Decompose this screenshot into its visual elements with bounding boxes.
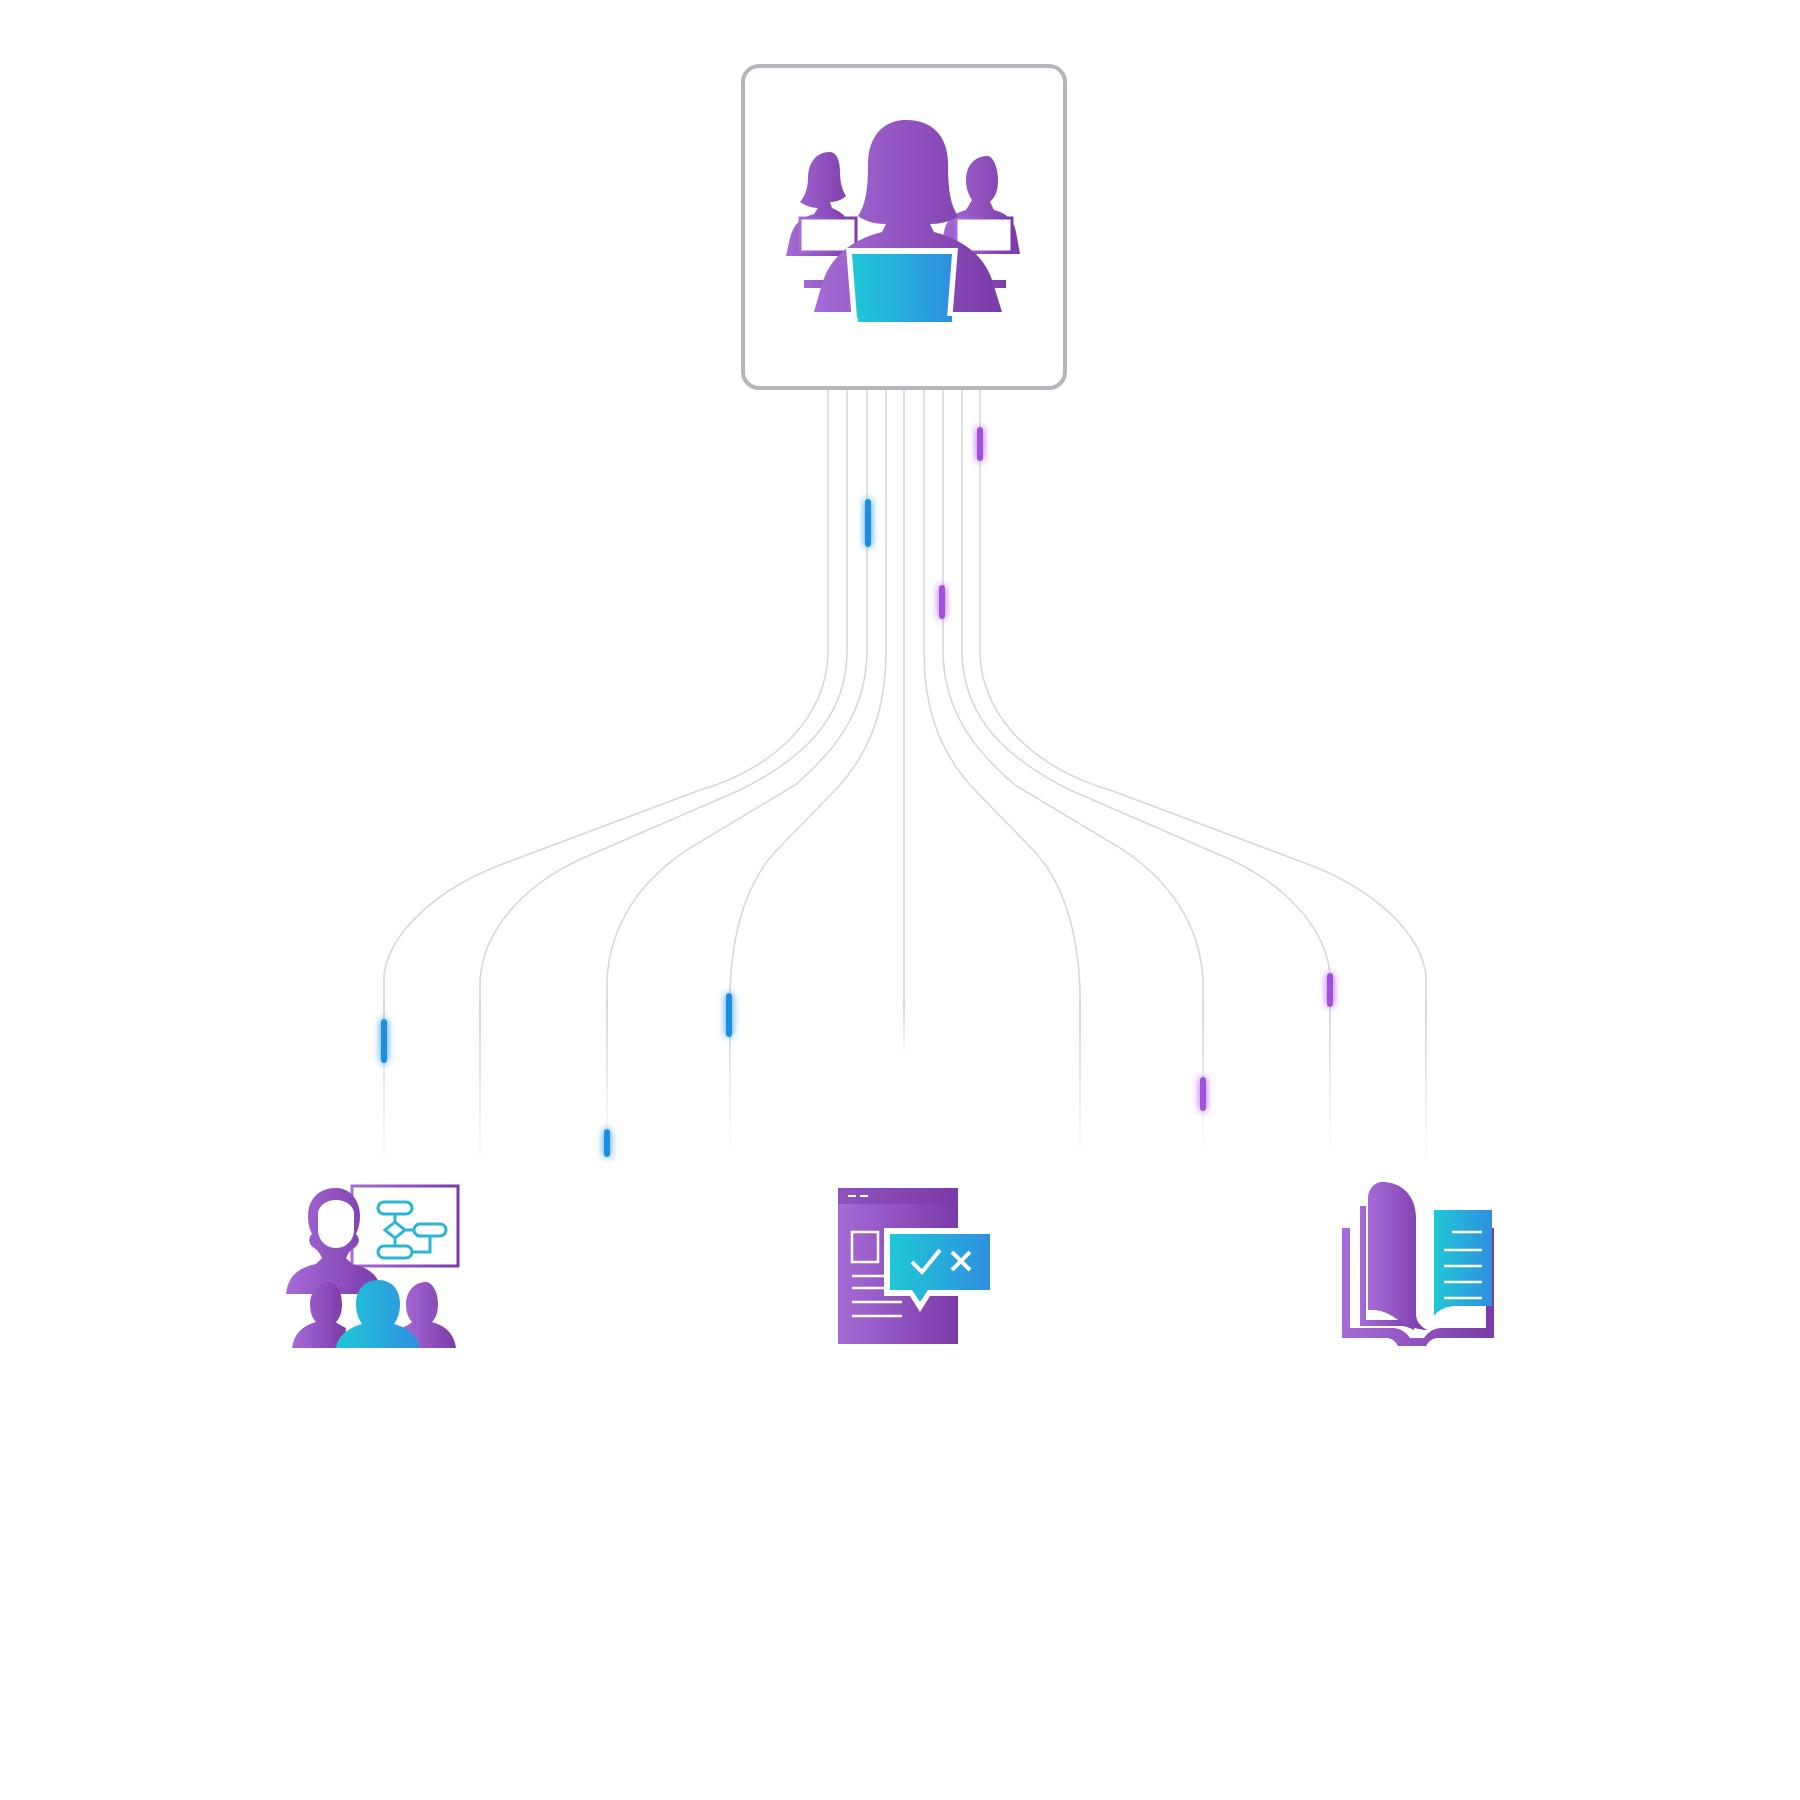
left-node xyxy=(286,1184,460,1348)
wire-3 xyxy=(606,390,868,1000)
wire-2 xyxy=(479,390,848,1000)
hub-node xyxy=(741,64,1067,390)
document-review-icon xyxy=(838,1188,996,1344)
wire-9 xyxy=(979,390,1427,1000)
right-node xyxy=(1342,1182,1494,1346)
data-pulses xyxy=(381,427,1333,1157)
wire-8 xyxy=(961,390,1331,1000)
team-at-laptops-icon xyxy=(786,120,1020,322)
connector-wires xyxy=(383,390,1427,1180)
wire-1 xyxy=(383,390,829,1000)
center-node xyxy=(838,1188,996,1344)
open-book-icon xyxy=(1342,1182,1494,1346)
training-presentation-icon xyxy=(286,1184,460,1348)
wire-7 xyxy=(942,390,1204,1000)
wire-4 xyxy=(729,390,887,1000)
wire-6 xyxy=(923,390,1081,1000)
